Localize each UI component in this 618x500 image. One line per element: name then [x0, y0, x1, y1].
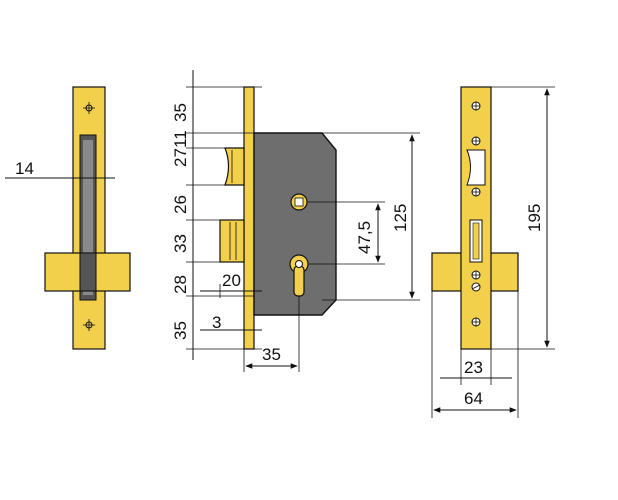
faceplate [460, 86, 492, 350]
front-faceplate [243, 86, 255, 350]
dim-47-5: 47,5 [355, 221, 374, 254]
dim-23: 23 [464, 358, 483, 377]
dead-bolt [219, 219, 245, 263]
dim-33: 33 [171, 234, 190, 253]
dim-3: 3 [212, 313, 221, 332]
dim-35-top: 35 [171, 103, 190, 122]
dim-11: 11 [171, 130, 190, 148]
dim-27: 27 [171, 148, 190, 167]
latch-bolt [224, 147, 245, 186]
dim-195: 195 [525, 204, 544, 232]
dim-35-horizontal: 35 [262, 345, 281, 364]
dim-35-bottom: 35 [171, 321, 190, 340]
latch-opening [466, 149, 486, 186]
side-view: 14 [5, 86, 131, 350]
dim-26: 26 [171, 195, 190, 214]
dim-20: 20 [222, 271, 241, 290]
dim-64: 64 [464, 389, 483, 408]
front-view: 35 27 11 26 33 28 35 20 3 35 47,5 125 [171, 70, 420, 372]
dim-width-left: 14 [15, 159, 34, 178]
dim-125: 125 [391, 204, 410, 232]
faceplate-view: 195 23 64 [431, 86, 555, 418]
dim-28: 28 [171, 275, 190, 294]
